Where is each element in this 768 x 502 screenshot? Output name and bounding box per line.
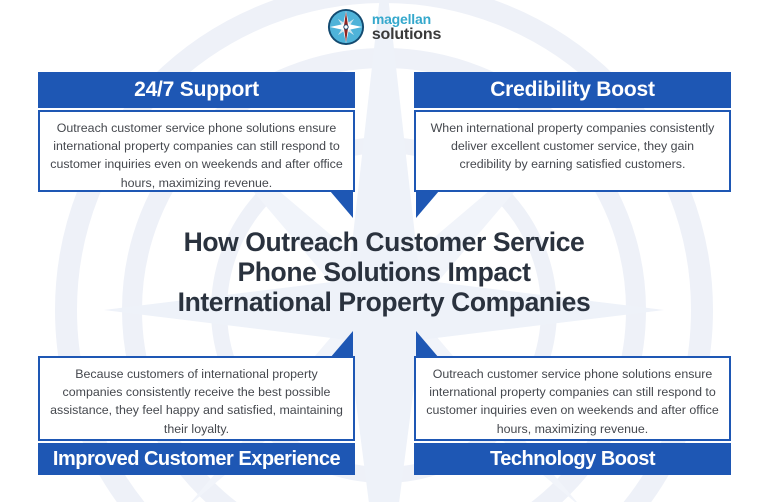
pointer-tail-icon [416, 331, 439, 358]
brand-name-top: magellan [371, 10, 431, 27]
page-title-line-2: Phone Solutions Impact [237, 257, 531, 287]
card-body-247-support: Outreach customer service phone solution… [38, 110, 355, 192]
card-credibility-boost: Credibility Boost When international pro… [414, 72, 731, 218]
pointer-tail-icon [330, 191, 353, 218]
card-body-improved-customer-experience: Because customers of international prope… [38, 356, 355, 441]
page-title-line-3: International Property Companies [177, 287, 591, 317]
compass-rose-icon [327, 8, 364, 46]
card-header-247-support: 24/7 Support [38, 72, 355, 108]
page-title: How Outreach Customer Service Phone Solu… [64, 227, 704, 317]
page-title-line-1: How Outreach Customer Service [183, 227, 585, 257]
card-body-credibility-boost: When international property companies co… [414, 110, 731, 192]
card-header-credibility-boost: Credibility Boost [414, 72, 731, 108]
card-body-technology-boost: Outreach customer service phone solution… [414, 356, 731, 441]
card-header-technology-boost: Technology Boost [414, 443, 731, 475]
card-improved-customer-experience: Because customers of international prope… [38, 331, 355, 475]
pointer-tail-icon [416, 191, 439, 218]
brand-wordmark: magellan solutions [371, 10, 442, 43]
card-technology-boost: Outreach customer service phone solution… [414, 331, 731, 475]
brand-logo: magellan solutions [0, 8, 768, 46]
brand-name-bottom: solutions [371, 25, 442, 43]
pointer-tail-icon [330, 331, 353, 358]
card-247-support: 24/7 Support Outreach customer service p… [38, 72, 355, 218]
card-header-improved-customer-experience: Improved Customer Experience [38, 443, 355, 475]
